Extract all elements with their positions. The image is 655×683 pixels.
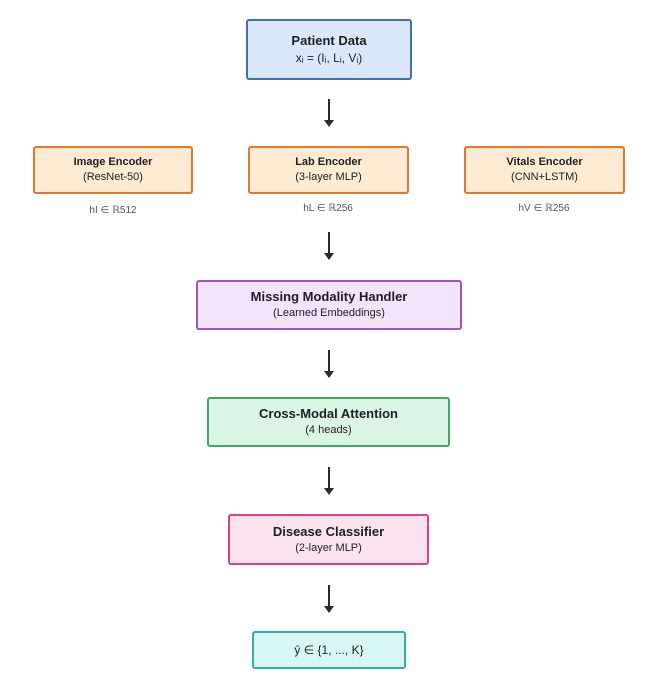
arrow-encoders-to-missing (324, 232, 334, 260)
arrow-attention-to-classifier (324, 467, 334, 495)
image-encoder-box: Image Encoder (ResNet-50) (33, 146, 193, 194)
disease-classifier-box: Disease Classifier (2-layer MLP) (228, 514, 429, 565)
lab-encoder-box: Lab Encoder (3-layer MLP) (248, 146, 409, 194)
lab-encoder-dim: hL ∈ ℝ256 (303, 203, 353, 214)
cross-modal-attention-box: Cross-Modal Attention (4 heads) (207, 397, 450, 447)
arrow-classifier-to-output (324, 585, 334, 613)
cross-modal-attention-title: Cross-Modal Attention (259, 406, 398, 421)
lab-encoder-title: Lab Encoder (295, 155, 362, 168)
patient-data-formula: xᵢ = (Iᵢ, Lᵢ, Vᵢ) (295, 51, 363, 66)
disease-classifier-title: Disease Classifier (272, 523, 385, 539)
patient-data-title: Patient Data (291, 32, 367, 48)
image-encoder-subtitle: (ResNet-50) (83, 170, 143, 183)
arrow-patient-to-encoders (324, 99, 334, 127)
output-box: ŷ ∈ {1, ..., K} (252, 631, 406, 669)
image-encoder-dim: hI ∈ ℝ512 (89, 205, 137, 216)
missing-modality-subtitle: (Learned Embeddings) (273, 307, 385, 320)
vitals-encoder-title: Vitals Encoder (506, 155, 583, 168)
lab-encoder-subtitle: (3-layer MLP) (295, 170, 362, 183)
missing-modality-title: Missing Modality Handler (250, 289, 408, 304)
output-formula: ŷ ∈ {1, ..., K} (294, 642, 364, 657)
vitals-encoder-box: Vitals Encoder (CNN+LSTM) (464, 146, 625, 194)
vitals-encoder-dim: hV ∈ ℝ256 (518, 203, 570, 214)
disease-classifier-subtitle: (2-layer MLP) (295, 541, 362, 554)
cross-modal-attention-subtitle: (4 heads) (305, 424, 352, 437)
arrow-missing-to-attention (324, 350, 334, 378)
missing-modality-box: Missing Modality Handler (Learned Embedd… (196, 280, 462, 330)
patient-data-box: Patient Data xᵢ = (Iᵢ, Lᵢ, Vᵢ) (246, 19, 412, 80)
vitals-encoder-subtitle: (CNN+LSTM) (511, 170, 578, 183)
image-encoder-title: Image Encoder (73, 155, 153, 168)
